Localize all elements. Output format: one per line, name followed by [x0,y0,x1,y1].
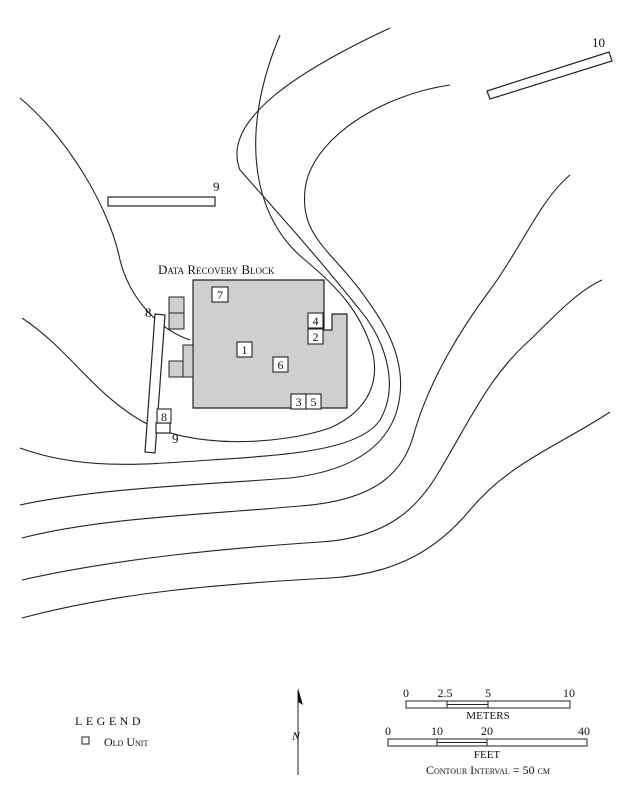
contour-line-5 [21,174,571,539]
unit-label-6: 6 [278,358,284,372]
feet-tick-10: 10 [431,724,443,738]
data-recovery-block [192,279,348,409]
annex-unit-c [182,344,194,378]
legend-item-label: Old Unit [104,735,148,749]
trench-label-9: 9 [213,179,220,194]
meters-label: METERS [466,710,509,722]
unit-box-5 [305,393,322,410]
meters-tick-2-5: 2.5 [438,686,453,700]
trench-label-10: 10 [592,35,605,50]
unit-box-7 [211,286,229,303]
contour-line-3 [19,27,391,465]
contour-interval-note: Contour Interval = 50 cm [426,763,550,777]
unit-label-2: 2 [313,330,319,344]
unit-label-5: 5 [311,395,317,409]
unit-box-8 [156,408,172,424]
unit-boxes [156,286,324,424]
feet-tick-40: 40 [578,724,590,738]
north-arrow: N [291,688,303,775]
feet-tick-20: 20 [481,724,493,738]
unit-box-2 [307,328,324,345]
trench-9-stub [155,422,171,434]
unit-label-1: 1 [242,343,248,357]
contour-line-2 [21,34,376,443]
legend-title: LEGEND [75,714,144,728]
block-title: Data Recovery Block [158,262,275,277]
unit-label-7: 7 [217,288,223,302]
north-arrow-head [298,688,303,705]
meters-tick-5: 5 [485,686,491,700]
north-label: N [291,729,301,743]
feet-tick-0: 0 [385,724,391,738]
trench-8 [144,313,166,454]
annex-unit-d [168,360,184,378]
annex-unit-b [168,312,185,330]
annex-unit-a [168,296,185,314]
contour-line-7 [21,411,611,619]
unit-label-4: 4 [313,314,319,328]
unit-box-6 [272,356,289,373]
trench-label-8: 8 [145,305,152,320]
feet-label: FEET [474,749,501,761]
feet-ticks: 0 10 20 40 [385,724,590,738]
trench-10 [486,51,613,100]
meters-tick-0: 0 [403,686,409,700]
trench-9 [107,196,216,207]
trenches [107,51,613,454]
feet-scale-bar: 0 10 20 40 FEET [385,724,590,761]
contour-lines [19,27,611,619]
meters-ticks: 0 2.5 5 10 [403,686,575,700]
contour-line-4 [19,84,451,506]
contour-line-6 [21,279,603,581]
unit-labels: 7 4 2 1 6 3 5 8 [161,288,319,424]
unit-label-3: 3 [296,395,302,409]
legend-unit-swatch [81,736,90,745]
unit-box-1 [236,341,253,358]
meters-scale-bar: 0 2.5 5 10 METERS [403,686,575,722]
trench-label-9b: 9 [172,431,179,446]
unit-label-8: 8 [161,410,167,424]
trench-labels: 10 9 8 9 [145,35,605,446]
unit-box-4 [307,312,324,329]
contour-line-1 [19,97,191,341]
annex-units [168,296,194,378]
meters-tick-10: 10 [563,686,575,700]
